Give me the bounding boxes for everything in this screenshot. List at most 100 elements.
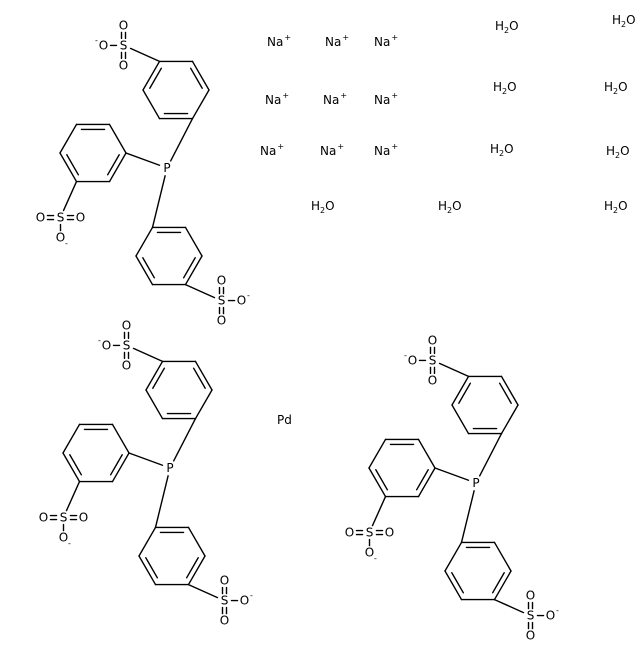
ligand-bottom-right-ring-a-bond	[451, 404, 470, 435]
sodium-charge: +	[277, 142, 285, 151]
ligand-top-left-sulfonate-b-oxygen-anion: O	[56, 231, 65, 245]
ligand-top-left-sulfonate-b-oxygen: O	[76, 211, 85, 225]
water-subscript: 2	[447, 206, 453, 215]
water-hydrogen: H	[438, 199, 448, 213]
ligand-bottom-left-sulfonate-b-sulfur: S	[60, 511, 68, 525]
sodium-symbol: Na	[260, 144, 277, 158]
ligand-bottom-right-sulfonate-c-sulfur: S	[527, 609, 535, 623]
ligand-bottom-left-sulfonate-a-oxygen-anion: O	[102, 338, 111, 352]
water-hydrogen: H	[311, 199, 321, 213]
ligand-top-left-ring-b-double-bond	[66, 154, 80, 176]
ligand-bottom-left-sulfonate-c-charge: -	[250, 591, 253, 600]
sodium-symbol: Na	[325, 35, 342, 49]
ligand-bottom-right-ring-a-bond	[451, 375, 470, 406]
ligand-bottom-left-P-C	[172, 417, 197, 462]
ligand-bottom-left-sulfonate-a-oxygen: O	[122, 318, 131, 332]
ligand-top-left-ring-c-bond	[184, 226, 203, 257]
ligand-bottom-right-ring-b-bond	[368, 438, 387, 469]
water-molecule: H2O	[495, 19, 519, 35]
ligand-bottom-right-sulfonate-b-oxygen: O	[385, 526, 394, 540]
ligand-bottom-right-ring-a-bond	[500, 404, 519, 435]
ligand-bottom-left-ring-a-bond	[194, 360, 213, 391]
ligand-bottom-left-sulfonate-a-oxygen: O	[122, 358, 131, 372]
ligand-bottom-right-sulfonate-b-sulfur: S	[366, 526, 374, 540]
sodium-charge: +	[282, 91, 290, 100]
ligand-top-left-ring-a-bond	[142, 60, 161, 91]
ligand-top-left-phosphorus: P	[163, 161, 170, 175]
ligand-bottom-right-sulfonate-c-charge: -	[556, 606, 559, 615]
water-hydrogen: H	[604, 80, 614, 94]
ligand-top-left-P-C	[125, 152, 161, 166]
ligand-bottom-right-C-S	[438, 362, 470, 378]
ligand-bottom-left-C-S	[187, 583, 219, 599]
sodium-charge: +	[284, 33, 292, 42]
sodium-symbol: Na	[320, 144, 337, 158]
ligand-bottom-left-ring-c-bond	[187, 526, 206, 557]
water-oxygen: O	[618, 199, 628, 213]
ligand-bottom-right-ring-c-bond	[493, 570, 512, 601]
ligand-bottom-left-ring-c-bond	[187, 555, 206, 586]
water-subscript: 2	[499, 149, 505, 158]
ligand-top-left-sulfonate-c-charge: -	[247, 291, 250, 300]
ligand-bottom-left-ring-a-bond	[145, 389, 164, 420]
ligand-bottom-left-sulfonate-b-oxygen: O	[39, 511, 48, 525]
water-molecule: H2O	[606, 144, 630, 160]
ligand-bottom-right-ring-a-bond	[500, 375, 519, 406]
ligand-top-left-P-C	[151, 175, 166, 229]
ligand-bottom-left-sulfonate-c-oxygen: O	[220, 614, 229, 628]
water-hydrogen: H	[493, 80, 503, 94]
sodium-ion: Na+	[265, 91, 289, 107]
ligand-top-left-ring-b-double-bond	[106, 154, 120, 176]
ligand-bottom-left-ring-b-bond	[111, 423, 130, 454]
ligand-top-left-sulfonate-c-oxygen: O	[217, 314, 226, 328]
ligand-top-left-ring-c-double-bond	[182, 257, 196, 279]
sodium-symbol: Na	[374, 35, 391, 49]
ligand-bottom-right-sulfonate-a-oxygen-anion: O	[408, 353, 417, 367]
ligand-top-left-C-S	[184, 283, 216, 299]
water-subscript: 2	[621, 20, 627, 29]
ligand-bottom-left-ring-a-bond	[145, 360, 164, 391]
sodium-charge: +	[340, 91, 348, 100]
ligand-top-left-sulfonate-b-charge: -	[65, 239, 68, 248]
ligand-top-left-sulfonate-c-oxygen: O	[217, 274, 226, 288]
sodium-ion: Na+	[374, 33, 398, 49]
ligand-bottom-right-ring-b-double-bond	[375, 469, 389, 491]
ligand-bottom-right-ring-b-bond	[417, 467, 436, 498]
ligand-bottom-right-P-C	[434, 467, 470, 481]
ligand-top-left-C-S	[62, 180, 78, 212]
sodium-ion: Na+	[260, 142, 284, 158]
ligand-top-left-ring-a-double-bond	[189, 67, 203, 89]
sodium-symbol: Na	[374, 93, 391, 107]
water-molecule: H2O	[438, 199, 462, 215]
water-hydrogen: H	[612, 13, 622, 27]
ligand-bottom-right-P-C	[478, 432, 503, 477]
ligand-top-left-ring-a-bond	[191, 60, 210, 91]
sodium-symbol: Na	[267, 35, 284, 49]
ligand-bottom-right-C-S	[371, 495, 387, 527]
ligand-top-left-ring-c-double-bond	[142, 257, 156, 279]
ligand-bottom-left-phosphorus: P	[166, 461, 173, 475]
ligand-bottom-right-sulfonate-b-charge: -	[374, 554, 377, 563]
sodium-charge: +	[391, 91, 399, 100]
water-oxygen: O	[509, 19, 519, 33]
ligand-bottom-left-C-S	[65, 480, 81, 512]
ligand-top-left-sulfonate-a-oxygen: O	[119, 58, 128, 72]
ligand-bottom-left-sulfonate-a-sulfur: S	[123, 338, 131, 352]
ligand-bottom-left-P-C	[128, 452, 164, 466]
ligand-bottom-left-ring-b-bond	[62, 452, 81, 483]
ligand-bottom-right-ring-c-double-bond	[491, 572, 505, 594]
ligand-bottom-left-ring-c-double-bond	[145, 557, 159, 579]
ligand-bottom-right-ring-a-double-bond	[498, 382, 512, 404]
sodium-ion: Na+	[374, 91, 398, 107]
ligand-top-left-sulfonate-c-sulfur: S	[218, 294, 226, 308]
ligand-bottom-left-ring-a-double-bond	[152, 367, 166, 389]
ligand-top-left-P-C	[169, 117, 194, 162]
water-subscript: 2	[502, 87, 508, 96]
ligand-bottom-right-ring-c-bond	[444, 541, 463, 572]
ligand-top-left-sulfonate-b-oxygen: O	[36, 211, 45, 225]
ligand-bottom-right-sulfonate-b-oxygen-anion: O	[365, 546, 374, 560]
water-oxygen: O	[626, 13, 636, 27]
ligand-top-left-C-S	[129, 47, 161, 63]
water-subscript: 2	[613, 87, 619, 96]
ligand-bottom-right-ring-a-double-bond	[458, 382, 472, 404]
